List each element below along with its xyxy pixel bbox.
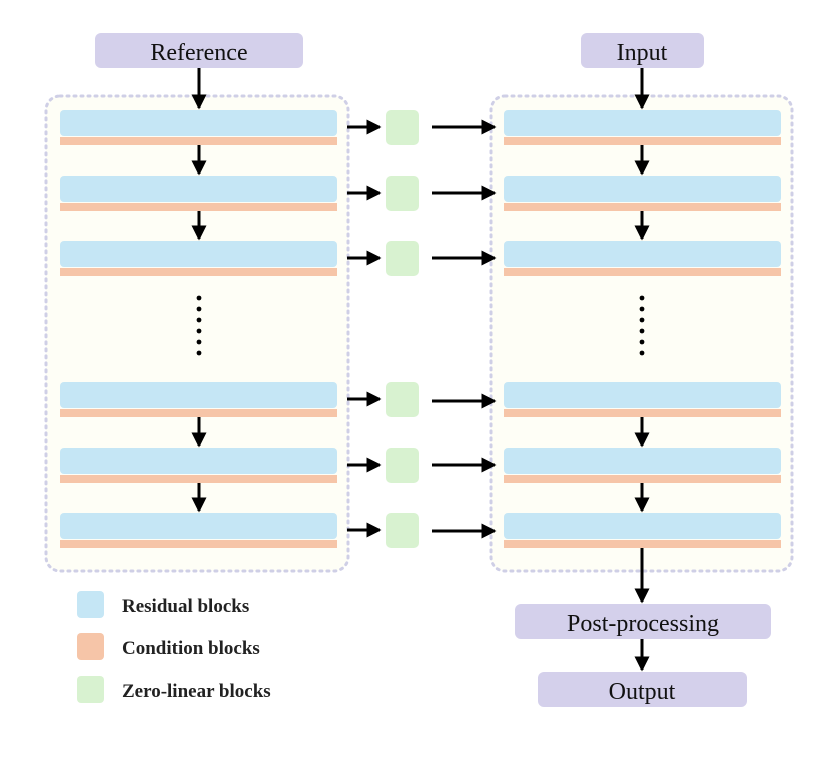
ellipsis-dot xyxy=(639,350,645,356)
input-label: Input xyxy=(617,40,668,66)
condition-block xyxy=(60,409,337,417)
condition-block xyxy=(504,203,781,211)
ellipsis-dot xyxy=(639,295,645,301)
output-node: Output xyxy=(538,672,747,707)
condition-block xyxy=(504,475,781,483)
residual-block xyxy=(504,241,781,267)
zero-linear-block xyxy=(386,382,419,417)
zero-linear-block xyxy=(386,176,419,211)
residual-block xyxy=(504,382,781,408)
main-block-stack xyxy=(504,110,781,548)
reference-block-stack xyxy=(60,110,337,548)
condition-block xyxy=(504,409,781,417)
condition-block xyxy=(60,540,337,548)
ellipsis-dot xyxy=(639,339,645,345)
ellipsis-dot xyxy=(196,350,202,356)
residual-block xyxy=(504,110,781,136)
residual-block xyxy=(60,176,337,202)
zero-linear-column xyxy=(386,110,419,548)
legend-label-residual: Residual blocks xyxy=(122,596,249,617)
condition-block xyxy=(504,137,781,145)
input-node: Input xyxy=(581,33,704,68)
residual-block xyxy=(504,448,781,474)
ellipsis-dot xyxy=(639,317,645,323)
reference-node: Reference xyxy=(95,33,303,68)
condition-block xyxy=(60,137,337,145)
zero-linear-block xyxy=(386,110,419,145)
legend-label-condition: Condition blocks xyxy=(122,638,260,659)
condition-block xyxy=(60,203,337,211)
legend-swatch-condition xyxy=(77,633,104,660)
reference-label: Reference xyxy=(150,40,247,66)
condition-block xyxy=(60,475,337,483)
residual-block xyxy=(60,382,337,408)
condition-block xyxy=(504,268,781,276)
ellipsis-dot xyxy=(196,306,202,312)
residual-block xyxy=(60,110,337,136)
ellipsis-dot xyxy=(639,328,645,334)
reference-network-panel xyxy=(44,94,350,573)
legend: Residual blocks Condition blocks Zero-li… xyxy=(77,591,271,703)
post-processing-label: Post-processing xyxy=(567,611,719,637)
residual-block xyxy=(504,513,781,539)
ellipsis-dot xyxy=(196,328,202,334)
ellipsis-dots xyxy=(196,295,645,356)
residual-block xyxy=(60,448,337,474)
ellipsis-dot xyxy=(196,339,202,345)
legend-swatch-residual xyxy=(77,591,104,618)
condition-block xyxy=(60,268,337,276)
output-label: Output xyxy=(609,679,676,705)
ellipsis-dot xyxy=(639,306,645,312)
residual-block xyxy=(60,241,337,267)
zero-linear-block xyxy=(386,448,419,483)
post-processing-node: Post-processing xyxy=(515,604,771,639)
ellipsis-dot xyxy=(196,295,202,301)
zero-linear-block xyxy=(386,513,419,548)
residual-block xyxy=(504,176,781,202)
legend-swatch-zero-linear xyxy=(77,676,104,703)
zero-linear-block xyxy=(386,241,419,276)
legend-label-zero-linear: Zero-linear blocks xyxy=(122,681,271,702)
ellipsis-dot xyxy=(196,317,202,323)
cross-flow-arrows xyxy=(347,119,497,539)
condition-block xyxy=(504,540,781,548)
residual-block xyxy=(60,513,337,539)
